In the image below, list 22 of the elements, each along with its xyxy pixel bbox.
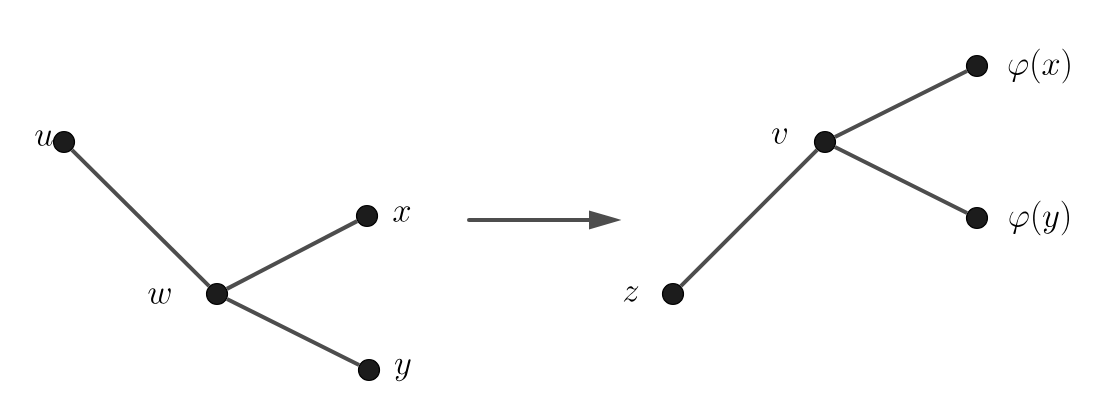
vertex-dot	[52, 130, 76, 154]
edge-line	[70, 148, 211, 288]
vertex-label: $u$	[35, 130, 53, 146]
edge-line	[225, 219, 359, 291]
vertex-dot	[355, 204, 379, 228]
vertex-label: $\varphi(x)$	[1008, 48, 1070, 84]
vertex-dot	[965, 206, 989, 230]
vertex-dot	[205, 282, 229, 306]
vertex-dot	[813, 130, 837, 154]
edge-line	[834, 145, 968, 215]
edge-line	[834, 69, 968, 139]
edge-line	[679, 148, 819, 288]
vertex-label: $z$	[623, 286, 639, 302]
vertex-label: $x$	[393, 206, 411, 222]
edge-line	[226, 297, 360, 367]
vertex-label: $\varphi(y)$	[1009, 200, 1070, 236]
vertex-dot	[661, 282, 685, 306]
vertex-label: $v$	[772, 128, 787, 144]
vertex-label: $y$	[395, 358, 411, 382]
vertex-dot	[357, 358, 381, 382]
vertex-dot	[965, 54, 989, 78]
vertex-label: $w$	[148, 288, 171, 304]
